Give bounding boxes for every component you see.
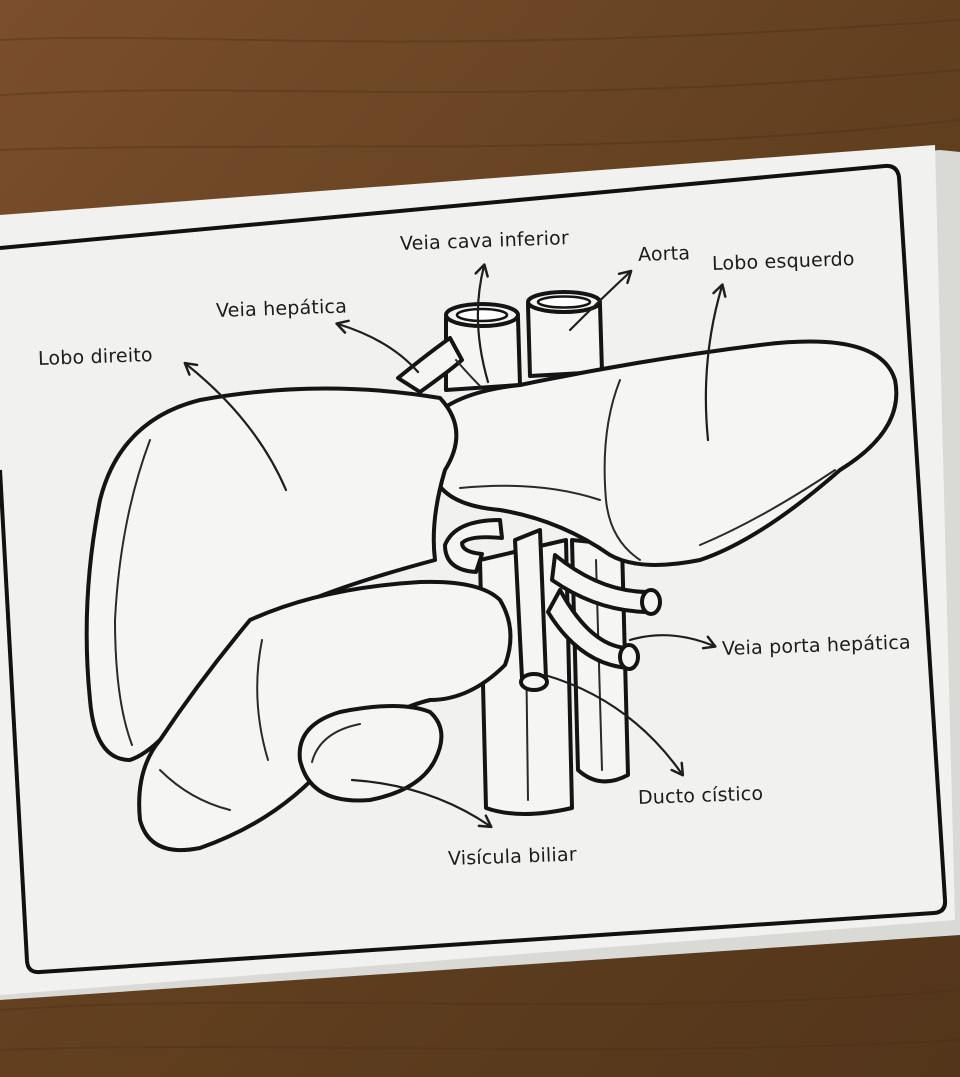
arrow-visicula (350, 778, 493, 829)
label-ducto-cistico: Ducto cístico (637, 782, 764, 809)
wood-grain (0, 19, 960, 1051)
gallbladder (297, 704, 444, 803)
arrow-lobo-direito (183, 361, 288, 492)
arrow-veia-porta (628, 634, 717, 650)
label-lobo-direito: Lobo direito (37, 344, 154, 370)
arrow-ducto-cistico (543, 673, 685, 777)
arrow-aorta (568, 269, 633, 332)
arrow-veia-cava (474, 263, 490, 384)
arrow-veia-hepatica (335, 319, 420, 374)
label-veia-hepatica: Veia hepática (215, 295, 348, 322)
right-lobe (84, 386, 459, 762)
label-arrows (183, 263, 727, 829)
left-lobe (428, 339, 899, 567)
liver-illustration (84, 290, 899, 853)
cystic-duct-tube (513, 528, 548, 686)
page-border (0, 163, 948, 975)
arrow-lobo-esquerdo (704, 283, 727, 442)
label-visicula-biliar: Visícula biliar (447, 843, 578, 870)
label-aorta: Aorta (637, 242, 691, 266)
